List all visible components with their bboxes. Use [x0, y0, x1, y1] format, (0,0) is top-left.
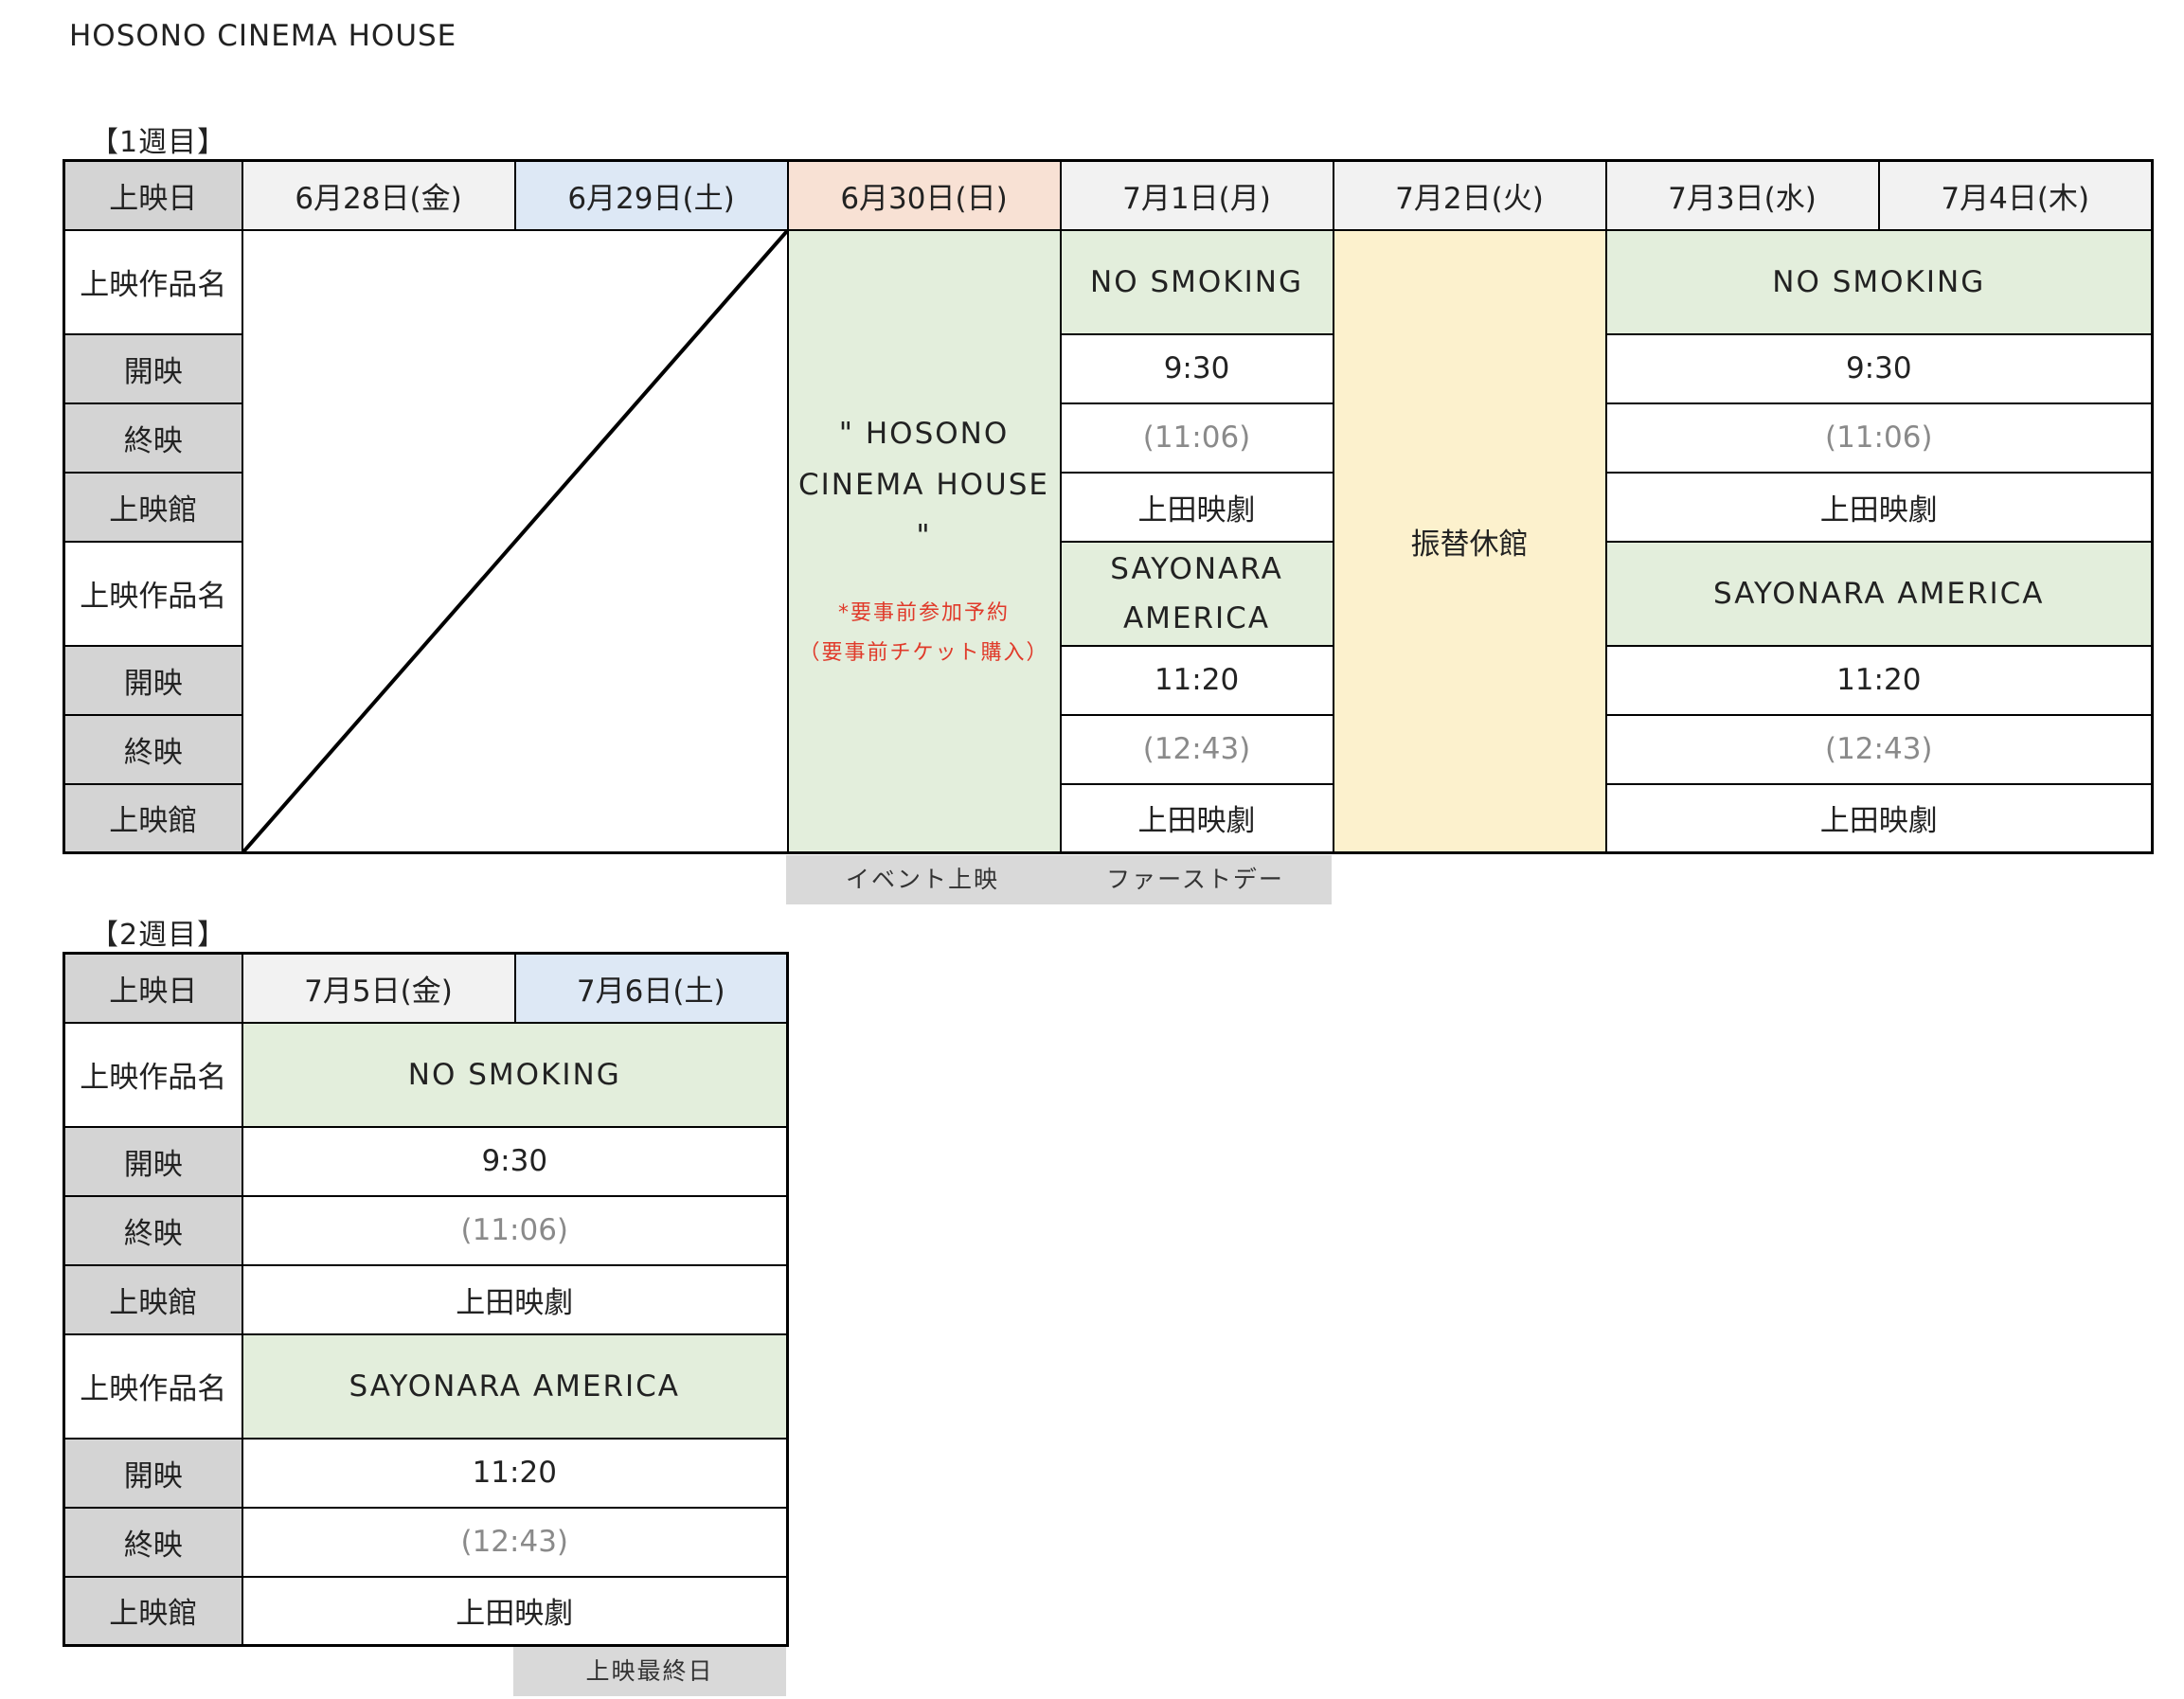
row-label-end: 終映 — [63, 1194, 243, 1266]
film-title-line1: SAYONARA — [1110, 551, 1283, 586]
date-header: 6月29日(土) — [513, 159, 789, 231]
row-label-venue: 上映館 — [63, 782, 243, 854]
row-label-end: 終映 — [63, 402, 243, 474]
event-screening-cell: " HOSONO CINEMA HOUSE " *要事前参加予約 （要事前チケッ… — [786, 228, 1062, 854]
end-time: (12:43) — [1059, 713, 1334, 785]
event-title-line2: CINEMA HOUSE " — [797, 468, 1050, 554]
date-header: 7月3日(水) — [1604, 159, 1880, 231]
event-title-line1: " HOSONO — [838, 417, 1010, 452]
date-header: 7月2日(火) — [1332, 159, 1607, 231]
row-label-start: 開映 — [63, 1125, 243, 1197]
venue: 上田映劇 — [241, 1575, 789, 1647]
date-header: 7月1日(月) — [1059, 159, 1334, 231]
week1-label: 【1週目】 — [90, 126, 227, 159]
first-day-tag: ファーストデー — [1106, 866, 1284, 893]
venue: 上田映劇 — [1604, 782, 2154, 854]
start-time: 9:30 — [241, 1125, 789, 1197]
row-label-venue: 上映館 — [63, 1263, 243, 1335]
start-time: 11:20 — [241, 1437, 789, 1509]
date-header: 7月4日(木) — [1877, 159, 2154, 231]
row-label-end: 終映 — [63, 713, 243, 785]
row-label-work: 上映作品名 — [63, 1332, 243, 1440]
diagonal-line — [243, 231, 787, 852]
film-title: NO SMOKING — [1604, 228, 2154, 335]
start-time: 11:20 — [1059, 644, 1334, 716]
date-header: 6月28日(金) — [241, 159, 516, 231]
week2-date-row: 上映日 7月5日(金) 7月6日(土) — [63, 952, 789, 1024]
venue: 上田映劇 — [1604, 471, 2154, 543]
film-title-line2: AMERICA — [1122, 600, 1271, 635]
film-title: NO SMOKING — [241, 1021, 789, 1128]
event-screening-tag: イベント上映 — [845, 866, 999, 893]
week1-date-row: 上映日 6月28日(金) 6月29日(土) 6月30日(日) 7月1日(月) 7… — [63, 159, 2154, 231]
row-label-date: 上映日 — [63, 952, 243, 1024]
start-time: 9:30 — [1059, 332, 1334, 404]
row-label-start: 開映 — [63, 332, 243, 404]
week2-label: 【2週目】 — [90, 919, 227, 952]
venue: 上田映劇 — [1059, 471, 1334, 543]
film-title: SAYONARA AMERICA — [1059, 540, 1334, 647]
end-time: (11:06) — [241, 1194, 789, 1266]
week1-schedule-table: 上映日 6月28日(金) 6月29日(土) 6月30日(日) 7月1日(月) 7… — [63, 159, 2154, 854]
row-label-start: 開映 — [63, 1437, 243, 1509]
end-time: (12:43) — [241, 1506, 789, 1578]
date-header: 7月6日(土) — [513, 952, 789, 1024]
date-header: 6月30日(日) — [786, 159, 1062, 231]
event-note-line1: *要事前参加予約 — [837, 601, 1010, 626]
end-time: (11:06) — [1059, 402, 1334, 474]
row-label-venue: 上映館 — [63, 471, 243, 543]
row-label-work: 上映作品名 — [63, 228, 243, 335]
event-note-line2: （要事前チケット購入） — [798, 641, 1049, 666]
end-time: (11:06) — [1604, 402, 2154, 474]
film-title: NO SMOKING — [1059, 228, 1334, 335]
event-note: *要事前参加予約 （要事前チケット購入） — [790, 594, 1059, 673]
venue: 上田映劇 — [241, 1263, 789, 1335]
start-time: 11:20 — [1604, 644, 2154, 716]
film-title: SAYONARA AMERICA — [241, 1332, 789, 1440]
row-label-date: 上映日 — [63, 159, 243, 231]
start-time: 9:30 — [1604, 332, 2154, 404]
closed-day-cell: 振替休館 — [1332, 228, 1607, 854]
venue: 上田映劇 — [1059, 782, 1334, 854]
row-label-end: 終映 — [63, 1506, 243, 1578]
row-label-start: 開映 — [63, 644, 243, 716]
final-day-tag: 上映最終日 — [513, 1647, 786, 1696]
row-label-venue: 上映館 — [63, 1575, 243, 1647]
end-time: (12:43) — [1604, 713, 2154, 785]
row-label-work: 上映作品名 — [63, 540, 243, 647]
film-title: SAYONARA AMERICA — [1604, 540, 2154, 647]
week2-schedule-table: 上映日 7月5日(金) 7月6日(土) 上映作品名 NO SMOKING 開映 … — [63, 952, 789, 1647]
page-title: HOSONO CINEMA HOUSE — [69, 19, 457, 53]
no-screening-cell — [241, 228, 789, 854]
day-tags-bar: イベント上映 ファーストデー — [786, 855, 1332, 904]
date-header: 7月5日(金) — [241, 952, 516, 1024]
row-label-work: 上映作品名 — [63, 1021, 243, 1128]
